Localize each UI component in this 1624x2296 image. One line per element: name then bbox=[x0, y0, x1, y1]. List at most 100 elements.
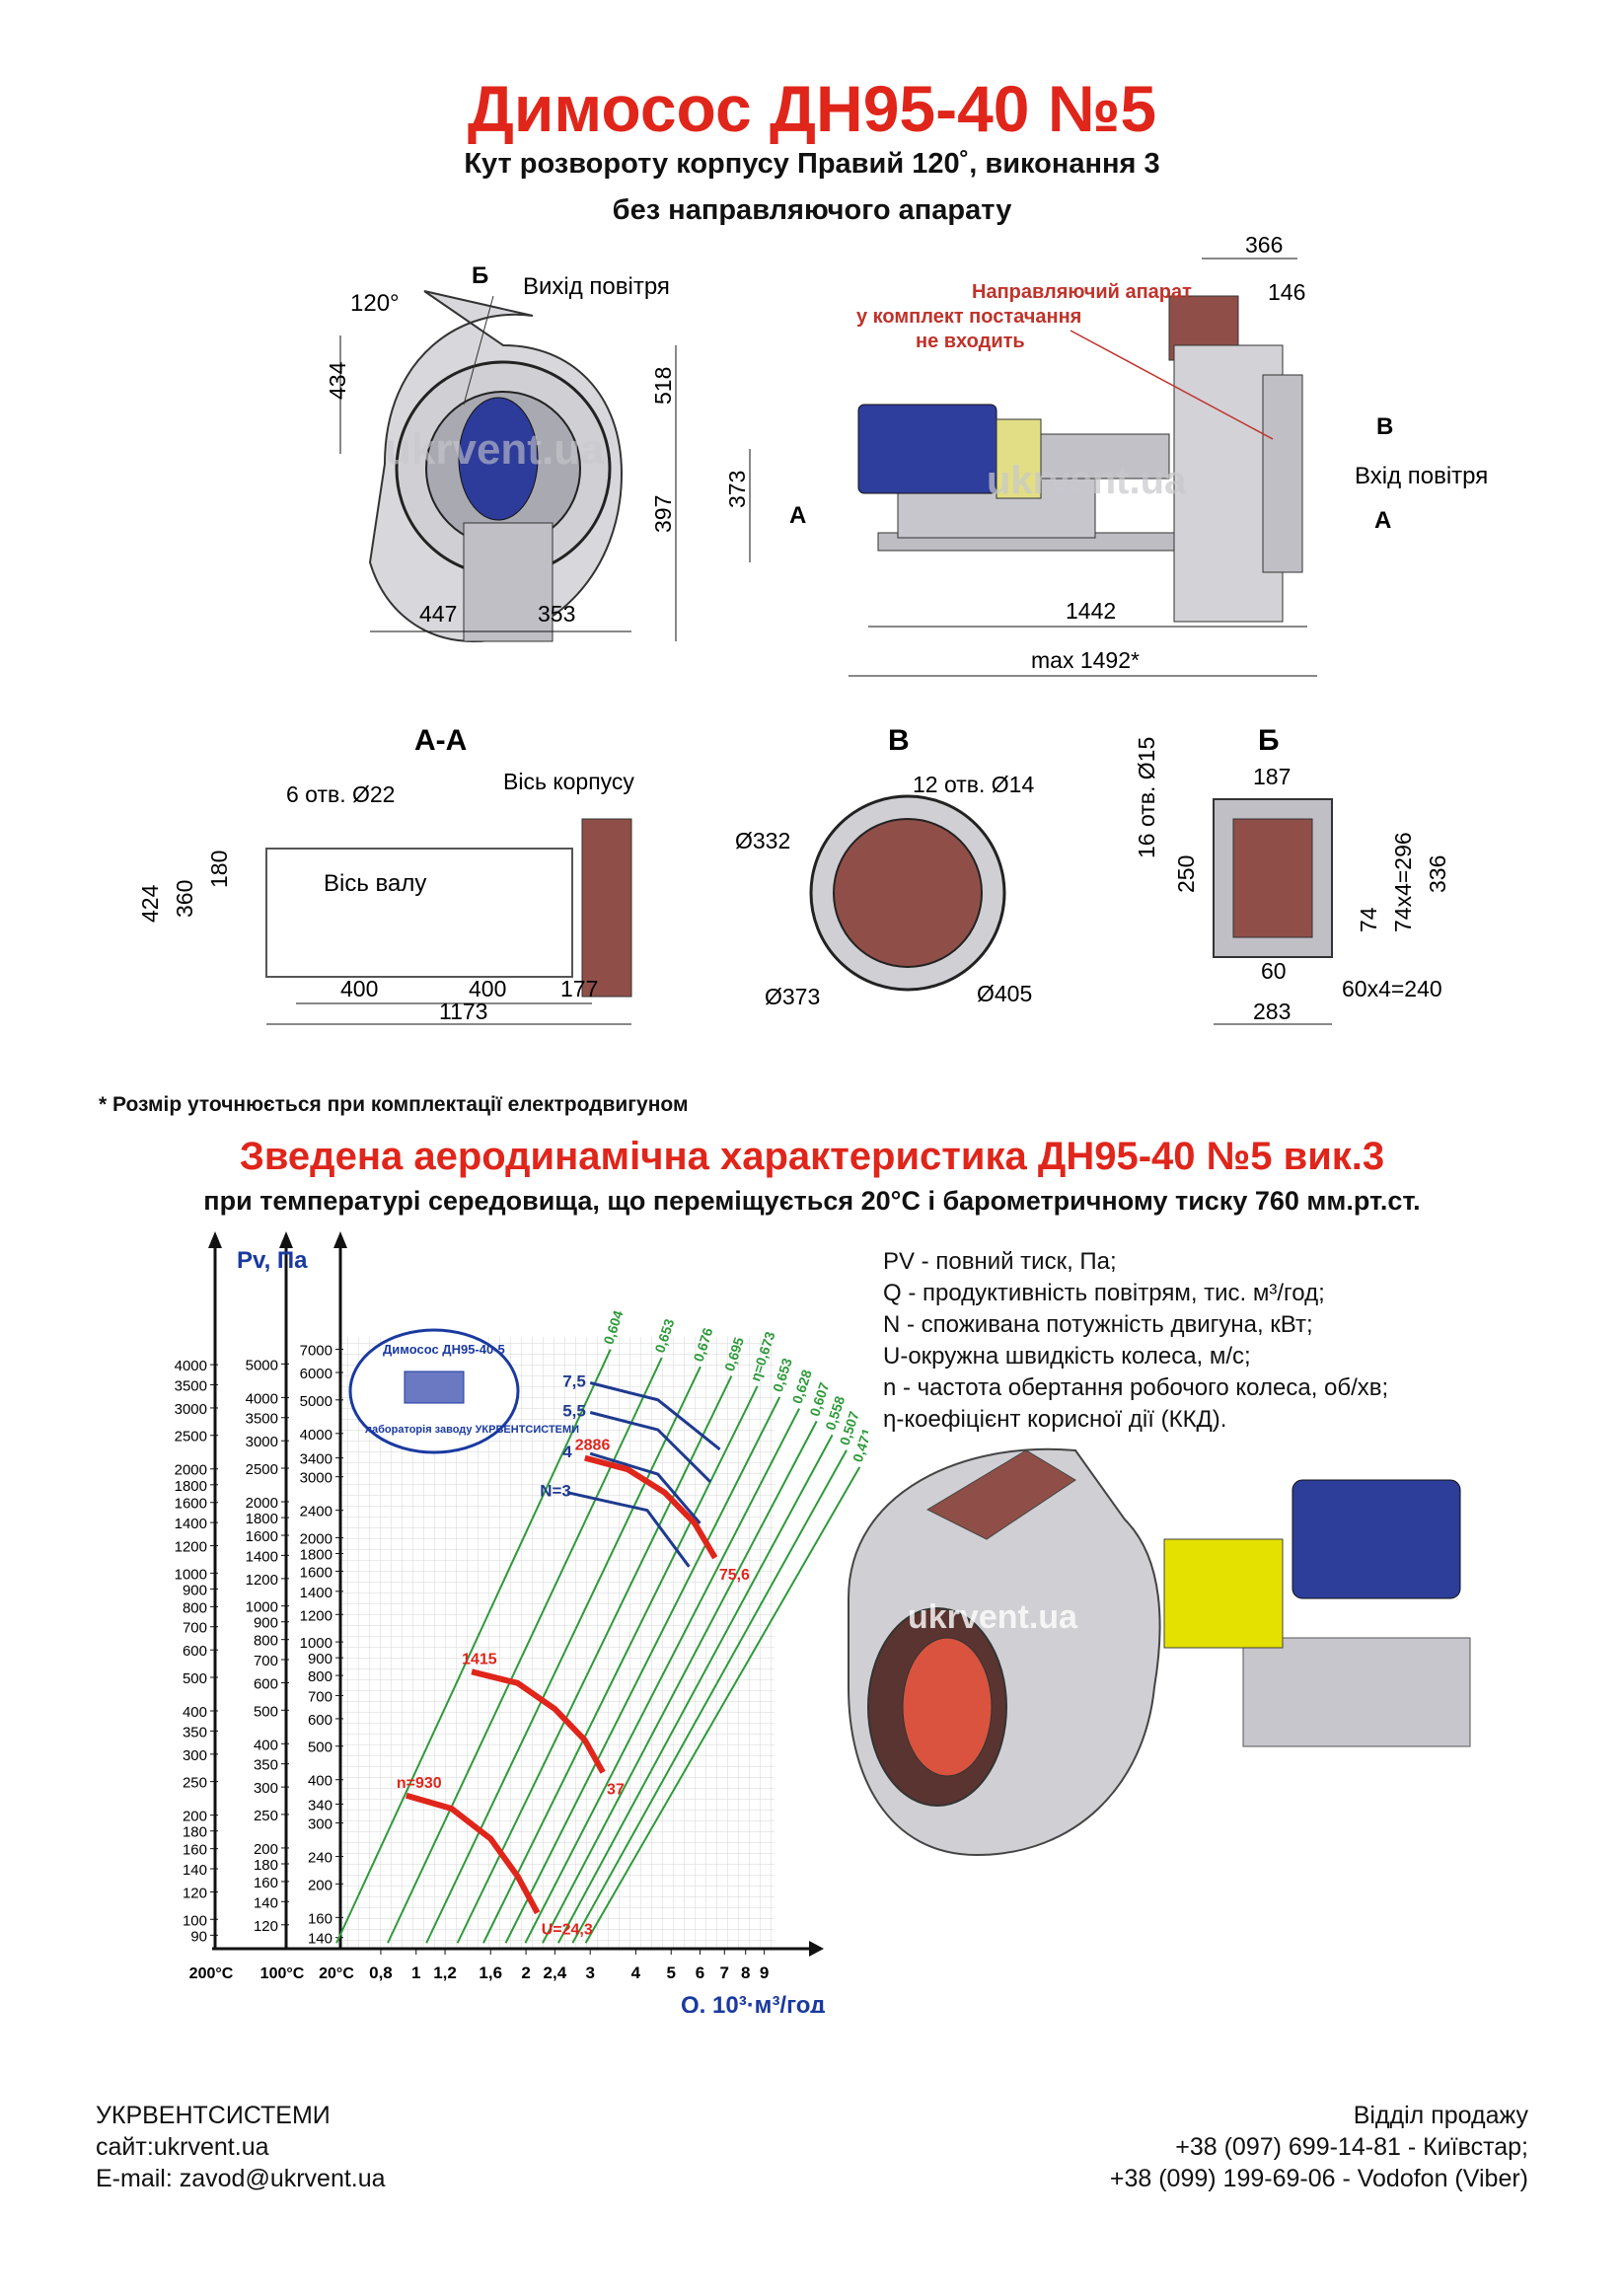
footer-sales: Відділ продажу +38 (097) 699-14-81 - Киї… bbox=[1110, 2100, 1528, 2194]
dim-187: 187 bbox=[1253, 764, 1291, 789]
legend-item-pv: PV - повний тиск, Па; bbox=[883, 1248, 1117, 1275]
speed-curve-end-label: 37 bbox=[607, 1781, 625, 1798]
y-tick-label: 900 bbox=[254, 1615, 278, 1632]
y-tick-label: 1400 bbox=[246, 1548, 278, 1565]
dim-434: 434 bbox=[325, 361, 350, 400]
y-tick-label: 350 bbox=[254, 1757, 278, 1774]
y-tick-label: 4000 bbox=[175, 1358, 207, 1374]
legend-item-q: Q - продуктивність повітрям, тис. м³/год… bbox=[883, 1280, 1325, 1306]
dim-146: 146 bbox=[1268, 279, 1305, 305]
frame-render bbox=[1242, 1637, 1471, 1747]
y-tick-label: 1000 bbox=[300, 1635, 332, 1652]
page-title: Димосос ДН95-40 №5 bbox=[467, 72, 1157, 145]
efficiency-line bbox=[482, 1385, 759, 1944]
power-curve-label: 5,5 bbox=[562, 1402, 586, 1421]
watermark: ukrvent.ua bbox=[908, 1598, 1078, 1636]
inlet-label: Вхід повітря bbox=[1355, 463, 1488, 489]
temperature-label: 200°C bbox=[189, 1965, 234, 1982]
dim-max-1492: max 1492* bbox=[1031, 647, 1140, 673]
dim-373: 373 bbox=[724, 471, 750, 508]
y-tick-label: 100 bbox=[183, 1912, 207, 1929]
y-tick-label: 4000 bbox=[246, 1390, 278, 1407]
pressure-axis-arrow bbox=[279, 1231, 293, 1248]
view-v-holes: 12 отв. Ø14 bbox=[913, 772, 1034, 797]
power-curve-label: 4 bbox=[562, 1443, 572, 1461]
dim-177: 177 bbox=[560, 976, 598, 1001]
speed-curve-end-label: 75,6 bbox=[719, 1567, 750, 1584]
y-tick-label: 1600 bbox=[246, 1528, 278, 1545]
angle-label: 120° bbox=[350, 290, 400, 317]
y-tick-label: 2500 bbox=[246, 1461, 278, 1478]
power-curve-label: 7,5 bbox=[562, 1372, 586, 1391]
dim-60: 60 bbox=[1261, 958, 1287, 984]
section-b-marker: Б bbox=[472, 262, 488, 289]
y-tick-label: 400 bbox=[254, 1737, 278, 1753]
dim-518: 518 bbox=[650, 367, 676, 405]
section-v-marker: В bbox=[1376, 413, 1393, 440]
front-view bbox=[368, 290, 624, 643]
y-tick-label: 500 bbox=[308, 1740, 332, 1756]
phone-vodafone[interactable]: +38 (099) 199-69-06 - Vodofon (Viber) bbox=[1109, 2165, 1528, 2192]
chart-axes: 9010012014016018020025030035040050060070… bbox=[175, 1231, 825, 2013]
y-tick-label: 90 bbox=[190, 1928, 207, 1945]
y-tick-label: 400 bbox=[308, 1773, 332, 1790]
x-tick-label: 4 bbox=[631, 1963, 641, 1982]
y-tick-label: 300 bbox=[254, 1780, 278, 1797]
y-tick-label: 250 bbox=[254, 1808, 278, 1824]
efficiency-line bbox=[425, 1366, 701, 1944]
y-tick-label: 200 bbox=[183, 1809, 207, 1825]
guide-note-2: у комплект постачання bbox=[856, 306, 1081, 328]
y-tick-label: 900 bbox=[308, 1651, 332, 1667]
y-tick-label: 1600 bbox=[175, 1496, 207, 1513]
efficiency-line bbox=[524, 1408, 800, 1944]
watermark: ukrvent.ua bbox=[385, 425, 605, 474]
y-tick-label: 800 bbox=[254, 1633, 278, 1650]
dim-60x4-240: 60x4=240 bbox=[1342, 976, 1442, 1001]
y-tick-label: 5000 bbox=[246, 1357, 278, 1373]
chart-subtitle: при температурі середовища, що переміщує… bbox=[203, 1186, 1421, 1216]
phone-kyivstar[interactable]: +38 (097) 699-14-81 - Київстар; bbox=[1175, 2133, 1528, 2161]
company-name: УКРВЕНТСИСТЕМИ bbox=[96, 2102, 331, 2129]
y-tick-label: 140 bbox=[183, 1862, 207, 1879]
speed-curve bbox=[405, 1792, 541, 1915]
y-tick-label: 1400 bbox=[175, 1516, 207, 1532]
y-tick-label: 180 bbox=[183, 1824, 207, 1841]
power-curve bbox=[589, 1381, 721, 1451]
power-curve bbox=[589, 1411, 711, 1483]
x-tick-label: 6 bbox=[696, 1963, 704, 1982]
y-tick-label: 160 bbox=[254, 1875, 278, 1891]
x-tick-label: 7 bbox=[720, 1963, 729, 1982]
dim-d332: Ø332 bbox=[735, 828, 790, 853]
guide-note-1: Направляючий апарат bbox=[972, 281, 1192, 303]
legend-item-n: N - споживана потужність двигуна, кВт; bbox=[883, 1311, 1313, 1338]
view-aa-holes: 6 отв. Ø22 bbox=[286, 781, 395, 807]
fan-render: ukrvent.ua bbox=[848, 1447, 1471, 1857]
y-tick-label: 3000 bbox=[246, 1434, 278, 1450]
y-tick-label: 6000 bbox=[300, 1366, 332, 1382]
y-tick-label: 600 bbox=[308, 1712, 332, 1729]
footer-contacts: УКРВЕНТСИСТЕМИ сайт:ukrvent.ua E-mail: z… bbox=[96, 2100, 386, 2194]
efficiency-line bbox=[504, 1396, 781, 1944]
efficiency-line bbox=[335, 1349, 612, 1944]
y-tick-label: 700 bbox=[254, 1653, 278, 1669]
dim-1173: 1173 bbox=[439, 999, 487, 1024]
x-tick-label: 2 bbox=[521, 1963, 530, 1982]
speed-curve-start-label: n=930 bbox=[397, 1775, 442, 1792]
y-tick-label: 3000 bbox=[300, 1470, 332, 1487]
side-view bbox=[857, 295, 1303, 623]
email-link[interactable]: E-mail: zavod@ukrvent.ua bbox=[96, 2165, 386, 2192]
y-tick-label: 900 bbox=[183, 1582, 207, 1598]
chart-legend: PV - повний тиск, Па; Q - продуктивність… bbox=[883, 1246, 1388, 1436]
y-tick-label: 7000 bbox=[300, 1343, 332, 1360]
guide-note-3: не входить bbox=[916, 331, 1025, 352]
view-aa-body-axis: Вісь корпусу bbox=[503, 769, 634, 794]
x-tick-label: 5 bbox=[667, 1963, 676, 1982]
outlet-opening bbox=[1232, 818, 1313, 938]
dim-d405: Ø405 bbox=[977, 981, 1032, 1006]
site-link[interactable]: сайт:ukrvent.ua bbox=[96, 2133, 269, 2161]
x-tick-label: 2,4 bbox=[544, 1963, 567, 1982]
motor-render bbox=[1292, 1479, 1461, 1599]
y-tick-label: 160 bbox=[183, 1842, 207, 1859]
stamp-bottom-text: лабораторія заводу УКРВЕНТСИСТЕМИ bbox=[365, 1424, 579, 1436]
dim-366: 366 bbox=[1245, 237, 1283, 258]
